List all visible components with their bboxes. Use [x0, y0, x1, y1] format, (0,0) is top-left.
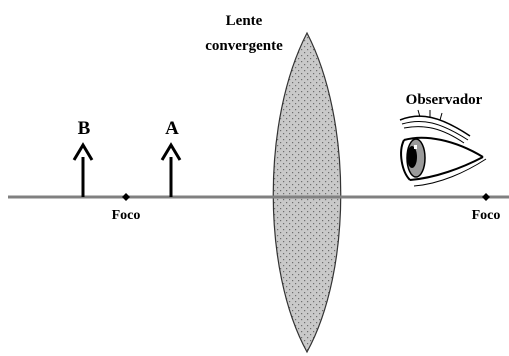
- object-a-arrow: [160, 142, 182, 197]
- lens-title-line2: convergente: [205, 38, 283, 54]
- converging-lens: [272, 31, 342, 354]
- object-b-label: B: [78, 118, 91, 139]
- focus-point-right: [482, 193, 490, 201]
- object-b-arrow: [72, 142, 94, 197]
- lens-title-line1: Lente: [226, 13, 263, 29]
- focus-label-right: Foco: [472, 208, 501, 223]
- observer-label: Observador: [406, 92, 483, 108]
- eye-icon: [399, 109, 487, 187]
- focus-label-left: Foco: [112, 208, 141, 223]
- focus-point-left: [122, 193, 130, 201]
- object-a-label: A: [165, 118, 179, 139]
